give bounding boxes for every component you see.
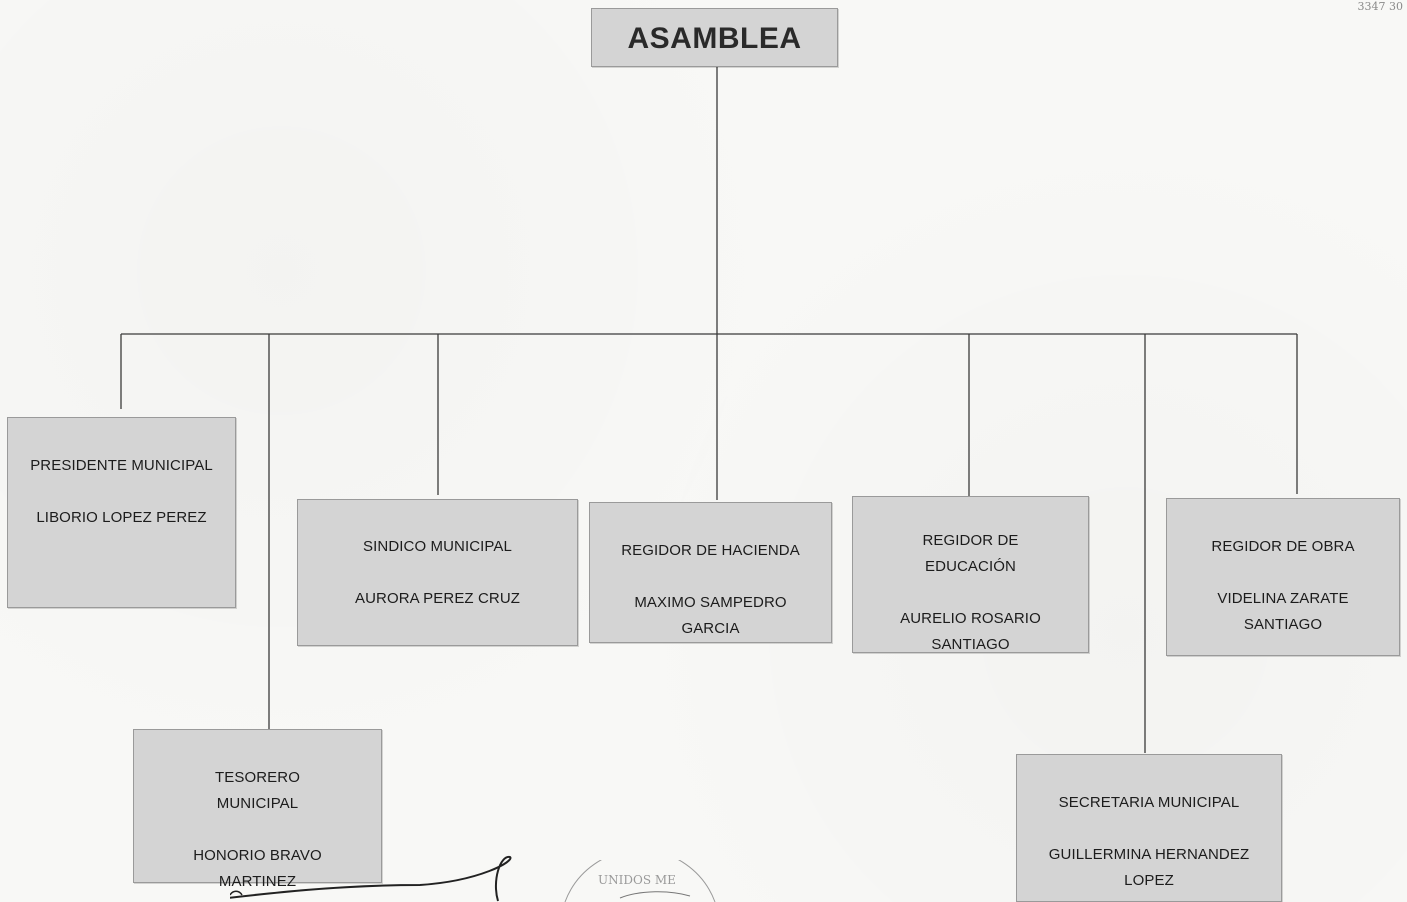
- node-name: GUILLERMINA HERNANDEZ LOPEZ: [1048, 846, 1250, 889]
- asamblea-box: ASAMBLEA: [591, 8, 838, 67]
- node-name: AURELIO ROSARIO SANTIAGO: [900, 610, 1041, 653]
- seal-stamp: UNIDOS ME: [564, 860, 716, 902]
- node-role: SECRETARIA MUNICIPAL: [1058, 794, 1240, 811]
- org-node-secretaria: SECRETARIA MUNICIPAL GUILLERMINA HERNAND…: [1016, 754, 1282, 902]
- org-node-tesorero: TESORERO MUNICIPAL HONORIO BRAVO MARTINE…: [133, 729, 382, 890]
- org-node-sindico: SINDICO MUNICIPAL AURORA PEREZ CRUZ: [297, 499, 578, 646]
- node-role: REGIDOR DE HACIENDA: [621, 542, 800, 559]
- asamblea-label: ASAMBLEA: [627, 22, 802, 55]
- signature: [230, 856, 512, 902]
- node-name: AURORA PEREZ CRUZ: [354, 590, 521, 607]
- corner-mark: 3347 30: [1357, 0, 1404, 13]
- node-role: SINDICO MUNICIPAL: [363, 538, 512, 555]
- org-node-hacienda: REGIDOR DE HACIENDA MAXIMO SAMPEDRO GARC…: [589, 502, 832, 643]
- org-node-presidente: PRESIDENTE MUNICIPAL LIBORIO LOPEZ PEREZ: [7, 417, 236, 608]
- node-role: TESORERO MUNICIPAL: [215, 769, 300, 812]
- org-node-obra: REGIDOR DE OBRA VIDELINA ZARATE SANTIAGO: [1166, 498, 1400, 656]
- node-role: REGIDOR DE EDUCACIÓN: [922, 532, 1019, 575]
- node-role: PRESIDENTE MUNICIPAL: [30, 457, 213, 474]
- node-name: MAXIMO SAMPEDRO GARCIA: [634, 594, 787, 637]
- node-role: REGIDOR DE OBRA: [1211, 538, 1355, 555]
- node-name: LIBORIO LOPEZ PEREZ: [36, 509, 207, 526]
- org-node-educacion: REGIDOR DE EDUCACIÓN AURELIO ROSARIO SAN…: [852, 496, 1089, 653]
- node-name: VIDELINA ZARATE SANTIAGO: [1217, 590, 1349, 633]
- node-name: HONORIO BRAVO MARTINEZ: [193, 847, 322, 890]
- seal-text: UNIDOS ME: [598, 873, 676, 887]
